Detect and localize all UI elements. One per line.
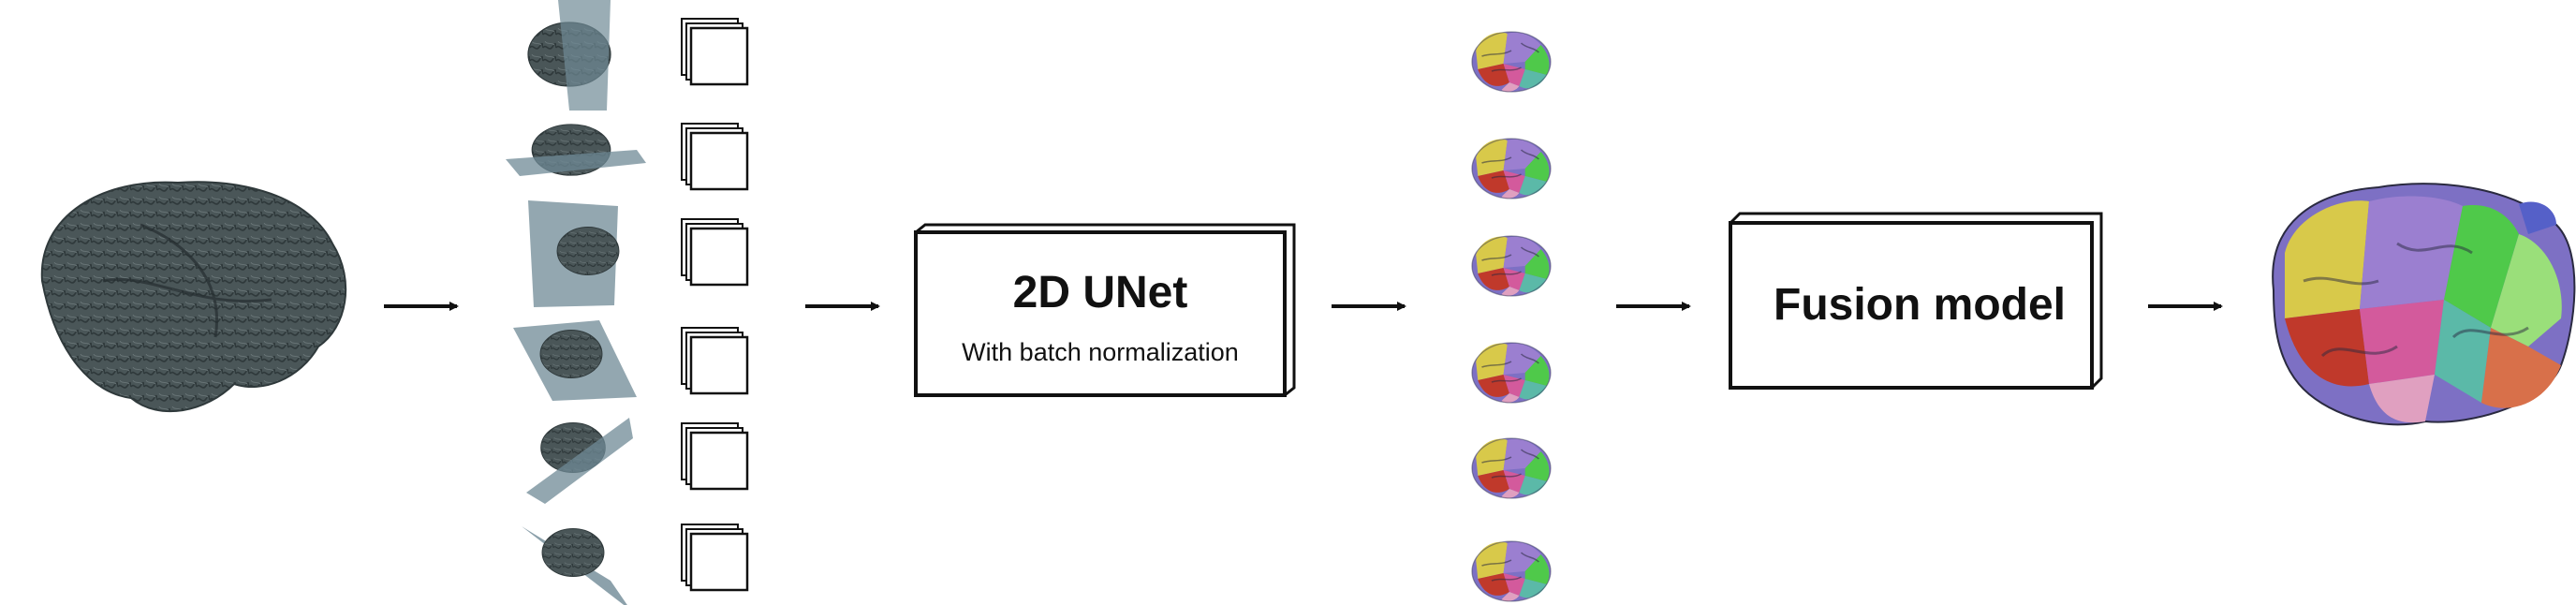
feature-stack-5 (680, 421, 749, 491)
fusion-box: Fusion model (1729, 212, 2103, 390)
segmentation-6 (1471, 540, 1552, 602)
feature-stack-1 (680, 17, 749, 86)
output-segmented-brain (2272, 183, 2576, 426)
slice-view-5 (526, 418, 633, 504)
fusion-title: Fusion model (1774, 280, 2066, 330)
input-brain-image (40, 181, 347, 413)
unet-subtitle: With batch normalization (962, 338, 1239, 366)
segmentation-1 (1471, 31, 1552, 93)
segmentation-outputs (1471, 31, 1552, 602)
feature-stack-4 (680, 326, 749, 395)
segmentation-4 (1471, 342, 1552, 404)
slice-view-3 (528, 200, 620, 307)
slice-view-2 (506, 124, 646, 176)
feature-map-stacks (680, 17, 749, 592)
segmentation-5 (1471, 437, 1552, 499)
feature-stack-2 (680, 122, 749, 191)
slice-views (506, 0, 646, 605)
slice-view-1 (527, 0, 611, 111)
segmentation-3 (1471, 235, 1552, 297)
slice-view-4 (513, 320, 637, 401)
feature-stack-6 (680, 523, 749, 592)
unet-title: 2D UNet (1013, 268, 1188, 317)
feature-stack-3 (680, 217, 749, 287)
segmentation-2 (1471, 138, 1552, 199)
slice-view-6 (522, 526, 627, 605)
unet-box: 2D UNet With batch normalization (914, 223, 1296, 397)
